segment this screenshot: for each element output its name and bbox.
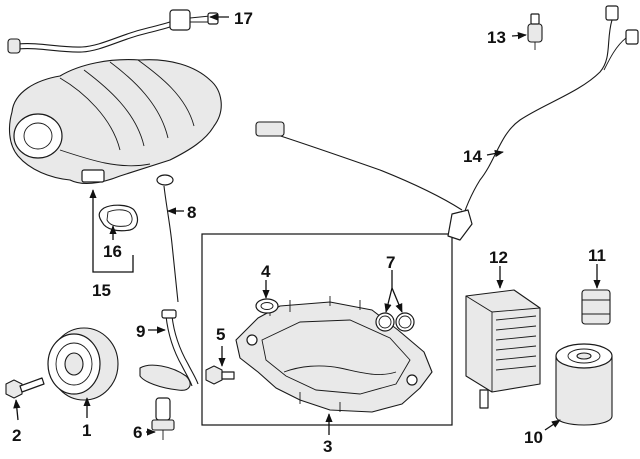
o-rings-part-7 bbox=[375, 312, 415, 332]
oil-filter-part-10 bbox=[555, 343, 613, 426]
callout-11: 11 bbox=[588, 246, 606, 265]
pulley-part-1 bbox=[47, 327, 119, 401]
callout-labels: 17 13 14 8 16 15 4 7 12 11 5 9 1 2 6 3 1… bbox=[12, 9, 606, 456]
callout-6: 6 bbox=[133, 423, 142, 442]
gasket-part-16 bbox=[98, 204, 139, 232]
callout-4: 4 bbox=[261, 262, 271, 281]
callout-5: 5 bbox=[216, 325, 225, 344]
oil-cooler-part-12 bbox=[465, 289, 541, 409]
callout-1: 1 bbox=[82, 421, 91, 440]
drain-plug-part-5 bbox=[205, 365, 235, 385]
callout-13: 13 bbox=[487, 28, 506, 47]
callout-15: 15 bbox=[92, 281, 111, 300]
dipstick-tube-part-9 bbox=[139, 309, 199, 391]
sensor-part-6 bbox=[151, 397, 175, 440]
hose-assembly-part-17 bbox=[7, 9, 219, 54]
callout-7: 7 bbox=[386, 253, 395, 272]
dipstick-part-8 bbox=[156, 174, 179, 303]
wiring-harness-part-14 bbox=[255, 5, 639, 241]
callout-14: 14 bbox=[463, 147, 482, 166]
callout-17: 17 bbox=[234, 9, 253, 28]
sensor-part-13 bbox=[527, 13, 543, 50]
intake-manifold-part-15 bbox=[8, 59, 222, 185]
callout-2: 2 bbox=[12, 426, 21, 445]
bolt-part-2 bbox=[5, 377, 45, 399]
callout-10: 10 bbox=[524, 428, 543, 447]
callout-3: 3 bbox=[323, 437, 332, 456]
oil-pan-frame-part-3 bbox=[201, 233, 453, 426]
seal-part-4 bbox=[255, 298, 279, 314]
callout-16: 16 bbox=[103, 242, 122, 261]
callout-12: 12 bbox=[489, 248, 508, 267]
leader-lines bbox=[13, 13, 601, 436]
adapter-part-11 bbox=[581, 289, 611, 325]
callout-9: 9 bbox=[136, 322, 145, 341]
callout-8: 8 bbox=[187, 203, 196, 222]
